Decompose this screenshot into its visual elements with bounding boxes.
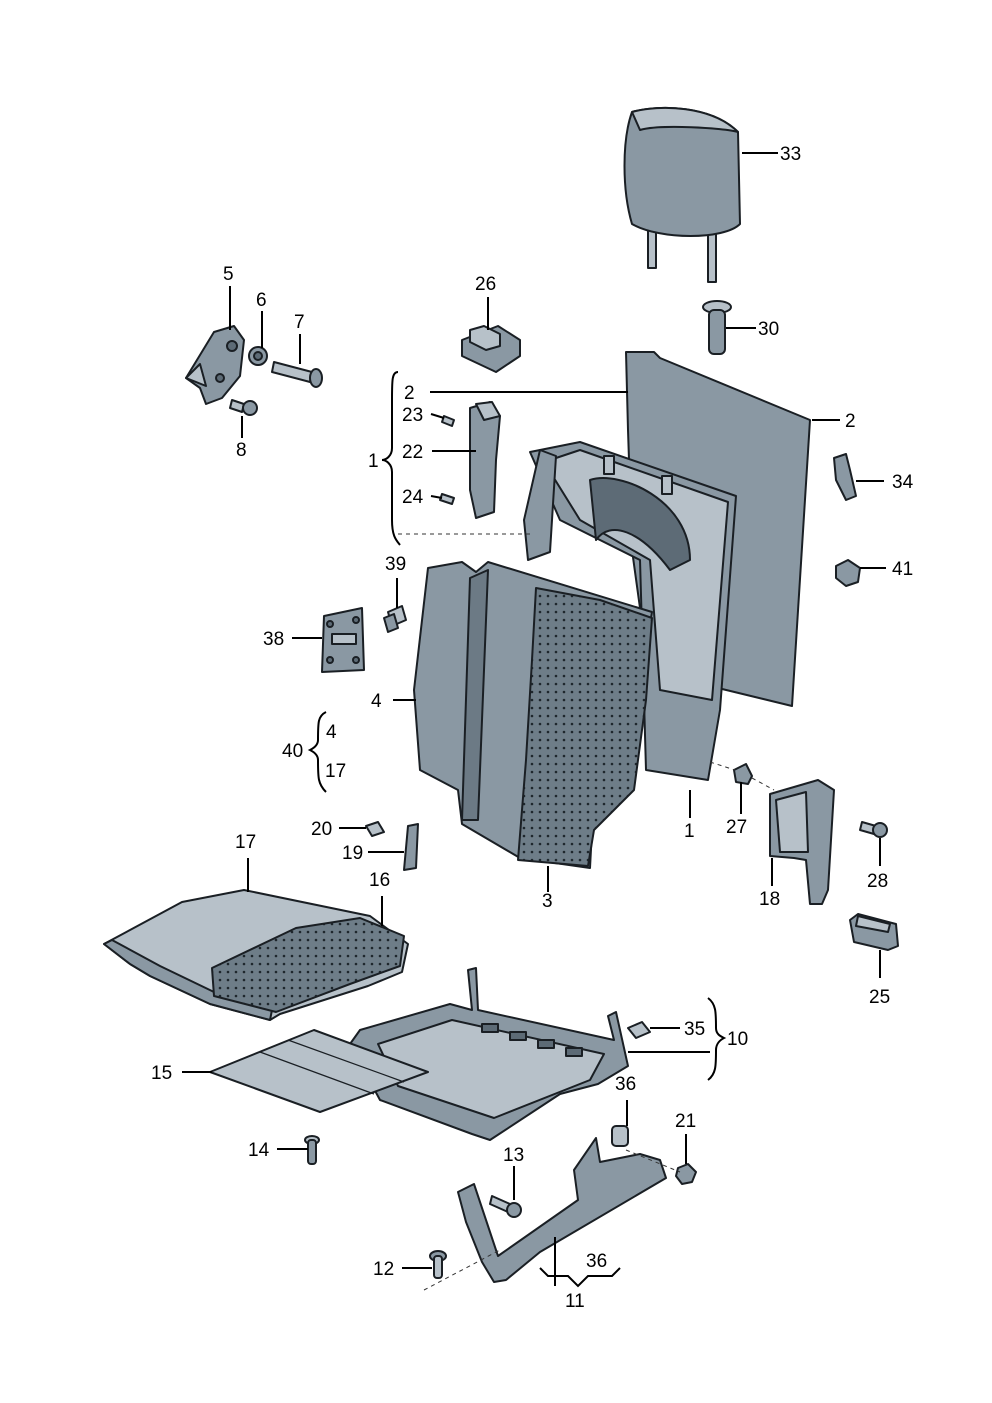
leader-lines [182, 152, 886, 1288]
label-22: 22 [402, 442, 423, 463]
label-12: 12 [373, 1259, 394, 1280]
label-1-bracket: 1 [368, 451, 379, 472]
label-40-4: 4 [326, 722, 337, 743]
bolt-14[interactable] [304, 1135, 320, 1165]
label-23: 23 [402, 405, 423, 426]
bracket-5[interactable] [185, 325, 245, 405]
trim-18[interactable] [769, 779, 835, 905]
screw-24[interactable] [439, 493, 455, 505]
label-35: 35 [684, 1019, 705, 1040]
callout-labels: 33 30 26 5 6 7 8 2 2 23 1 22 24 34 39 41… [151, 144, 914, 1312]
label-33: 33 [780, 144, 801, 165]
label-20: 20 [311, 819, 332, 840]
assembly-lines [398, 533, 775, 1291]
headrest[interactable] [623, 106, 741, 283]
screw-23[interactable] [441, 415, 455, 427]
connector-25[interactable] [849, 913, 899, 951]
label-17: 17 [235, 832, 256, 853]
label-11-36: 36 [586, 1251, 607, 1272]
label-40-17: 17 [325, 761, 346, 782]
label-19: 19 [342, 843, 363, 864]
plate-38[interactable] [321, 607, 365, 673]
screw-13[interactable] [489, 1195, 522, 1218]
label-41: 41 [892, 559, 913, 580]
label-3: 3 [542, 891, 553, 912]
fastener-39[interactable] [383, 605, 407, 633]
hinge-22[interactable] [469, 401, 501, 519]
label-13: 13 [503, 1145, 524, 1166]
label-18: 18 [759, 889, 780, 910]
bolt-8[interactable] [229, 399, 258, 416]
label-40: 40 [282, 741, 303, 762]
label-1: 1 [684, 821, 695, 842]
backrest-frame-1[interactable] [523, 441, 737, 781]
nut-6[interactable] [248, 346, 268, 366]
label-24: 24 [402, 487, 424, 508]
screw-28[interactable] [859, 821, 888, 838]
clip-34[interactable] [833, 453, 857, 501]
label-7: 7 [294, 312, 305, 333]
seat-upholstery-16[interactable] [211, 917, 405, 1013]
plate-19[interactable] [403, 823, 419, 871]
label-2-left: 2 [404, 383, 415, 404]
label-8: 8 [236, 440, 247, 461]
backrest-upholstery-3[interactable] [517, 587, 653, 867]
screw-20[interactable] [365, 821, 385, 837]
label-4: 4 [371, 691, 382, 712]
label-38: 38 [263, 629, 284, 650]
label-5: 5 [223, 264, 234, 285]
bolt-7[interactable] [271, 361, 323, 388]
label-28: 28 [867, 871, 888, 892]
label-11: 11 [565, 1291, 585, 1312]
mat-15[interactable] [209, 1029, 429, 1113]
label-25: 25 [869, 987, 890, 1008]
bush-35[interactable] [627, 1021, 651, 1039]
label-2-right: 2 [845, 411, 856, 432]
bolt-12[interactable] [429, 1250, 447, 1279]
label-21: 21 [675, 1111, 696, 1132]
seat-pan-10[interactable] [349, 967, 629, 1141]
nut-41[interactable] [835, 559, 861, 587]
label-34: 34 [892, 472, 914, 493]
label-30: 30 [758, 319, 779, 340]
label-39: 39 [385, 554, 406, 575]
frame-11[interactable] [457, 1137, 667, 1283]
label-15: 15 [151, 1063, 172, 1084]
label-36: 36 [615, 1074, 636, 1095]
label-16: 16 [369, 870, 390, 891]
clip-27[interactable] [733, 763, 753, 785]
label-10: 10 [727, 1029, 748, 1050]
label-26: 26 [475, 274, 496, 295]
headrest-guide[interactable] [702, 300, 732, 355]
label-6: 6 [256, 290, 267, 311]
bush-36[interactable] [611, 1125, 629, 1147]
nut-21[interactable] [675, 1163, 697, 1185]
clip-26[interactable] [461, 325, 521, 373]
label-27: 27 [726, 817, 747, 838]
label-14: 14 [248, 1140, 270, 1161]
